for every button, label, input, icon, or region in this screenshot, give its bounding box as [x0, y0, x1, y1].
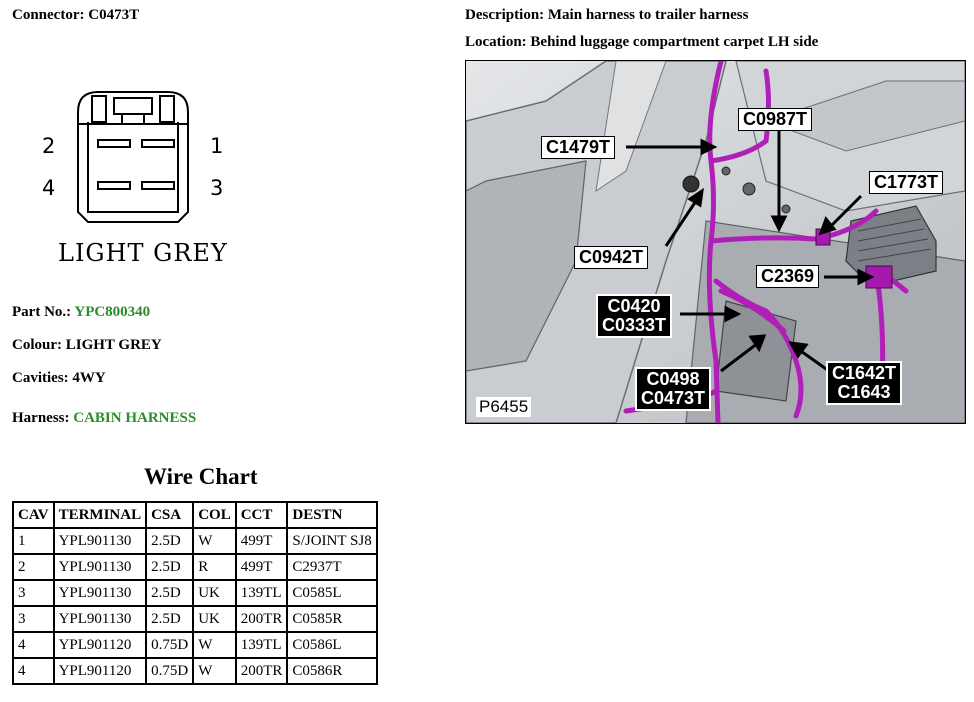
cell-col: UK — [192, 605, 237, 633]
cell-csa: 2.5D — [145, 579, 195, 607]
cell-col: W — [192, 631, 237, 659]
header-cct: CCT — [234, 501, 289, 529]
header-cav: CAV — [12, 501, 55, 529]
part-number: Part No.: YPC800340 — [12, 304, 150, 321]
cell-terminal: YPL901130 — [52, 605, 148, 633]
description-label: Description: Main harness to trailer har… — [465, 7, 749, 23]
callout-c0987t: C0987T — [738, 108, 813, 131]
cell-csa: 2.5D — [145, 553, 195, 581]
cell-destn: C0585R — [286, 605, 378, 633]
cell-col: R — [192, 553, 237, 581]
table-row: 3 YPL901130 2.5D UK 139TL C0585L — [12, 579, 378, 607]
harness-row: Harness: CABIN HARNESS — [12, 410, 196, 427]
callout-c0498-c0473t: C0498 C0473T — [635, 367, 712, 411]
callout-c1643-label: C1643 — [837, 382, 891, 402]
part-number-key: Part No.: — [12, 304, 72, 320]
cell-cct: 499T — [234, 553, 289, 581]
cavity-3-number: 3 — [210, 176, 224, 200]
cell-cav: 3 — [12, 579, 55, 607]
cell-csa: 2.5D — [145, 605, 195, 633]
callout-c2369: C2369 — [756, 265, 820, 288]
cell-cav: 4 — [12, 631, 55, 659]
header-csa: CSA — [145, 501, 195, 529]
cell-cct: 200TR — [234, 605, 289, 633]
callout-c0420-label: C0420 — [607, 296, 661, 316]
colour-value: LIGHT GREY — [65, 337, 162, 353]
callout-c1479t: C1479T — [541, 136, 616, 159]
cell-terminal: YPL901120 — [52, 657, 148, 685]
cavities-row: Cavities: 4WY — [12, 370, 106, 387]
wire-chart-title: Wire Chart — [144, 464, 258, 489]
connector-colour-text: LIGHT GREY — [58, 239, 228, 267]
cell-cct: 200TR — [234, 657, 289, 685]
cell-destn: C2937T — [286, 553, 378, 581]
cavity-1-number: 1 — [210, 134, 224, 158]
cell-terminal: YPL901130 — [52, 527, 148, 555]
connector-face-diagram: 1 2 3 4 — [30, 82, 230, 277]
table-row: 3 YPL901130 2.5D UK 200TR C0585R — [12, 605, 378, 633]
table-row: 4 YPL901120 0.75D W 200TR C0586R — [12, 657, 378, 685]
cell-destn: C0585L — [286, 579, 378, 607]
harness-key: Harness: — [12, 410, 70, 426]
cell-col: W — [192, 657, 237, 685]
figure-id-label: P6455 — [476, 397, 532, 417]
callout-c1642t-c1643: C1642T C1643 — [826, 361, 903, 405]
header-col: COL — [192, 501, 237, 529]
colour-row: Colour: LIGHT GREY — [12, 337, 162, 354]
callout-c0473t-label: C0473T — [641, 388, 706, 408]
connector-label: Connector: C0473T — [12, 7, 140, 23]
cell-terminal: YPL901130 — [52, 553, 148, 581]
part-number-value[interactable]: YPC800340 — [74, 304, 151, 320]
colour-key: Colour: — [12, 337, 62, 353]
location-label: Location: Behind luggage compartment car… — [465, 34, 819, 50]
cell-terminal: YPL901130 — [52, 579, 148, 607]
table-row: 4 YPL901120 0.75D W 139TL C0586L — [12, 631, 378, 659]
cell-csa: 0.75D — [145, 631, 195, 659]
cavity-2-number: 2 — [42, 134, 56, 158]
cell-destn: C0586L — [286, 631, 378, 659]
cavities-key: Cavities: — [12, 370, 69, 386]
wire-chart-table: CAV TERMINAL CSA COL CCT DESTN 1 YPL9011… — [12, 501, 378, 685]
cell-cav: 4 — [12, 657, 55, 685]
header-terminal: TERMINAL — [52, 501, 148, 529]
callout-c1773t: C1773T — [869, 171, 944, 194]
table-row: 1 YPL901130 2.5D W 499T S/JOINT SJ8 — [12, 527, 378, 555]
cavity-4-number: 4 — [42, 176, 56, 200]
connector-location-image: C1479T C0987T C1773T C0942T C2369 C0420 … — [465, 60, 966, 424]
cell-col: UK — [192, 579, 237, 607]
cell-col: W — [192, 527, 237, 555]
cavities-value: 4WY — [72, 370, 106, 386]
callout-c0942t: C0942T — [574, 246, 649, 269]
header-destn: DESTN — [286, 501, 378, 529]
cell-cct: 499T — [234, 527, 289, 555]
cell-cav: 3 — [12, 605, 55, 633]
connector-outline-icon — [77, 91, 189, 223]
table-row: 2 YPL901130 2.5D R 499T C2937T — [12, 553, 378, 581]
cell-terminal: YPL901120 — [52, 631, 148, 659]
cell-cav: 1 — [12, 527, 55, 555]
cell-cct: 139TL — [234, 579, 289, 607]
cell-cav: 2 — [12, 553, 55, 581]
callout-c0333t-label: C0333T — [602, 315, 667, 335]
callout-c0420-c0333t: C0420 C0333T — [596, 294, 673, 338]
callout-c0498-label: C0498 — [646, 369, 700, 389]
table-header-row: CAV TERMINAL CSA COL CCT DESTN — [12, 501, 378, 529]
cell-csa: 0.75D — [145, 657, 195, 685]
cell-cct: 139TL — [234, 631, 289, 659]
harness-value[interactable]: CABIN HARNESS — [73, 410, 197, 426]
cell-csa: 2.5D — [145, 527, 195, 555]
cell-destn: S/JOINT SJ8 — [286, 527, 378, 555]
cell-destn: C0586R — [286, 657, 378, 685]
callout-c1642t-label: C1642T — [832, 363, 897, 383]
